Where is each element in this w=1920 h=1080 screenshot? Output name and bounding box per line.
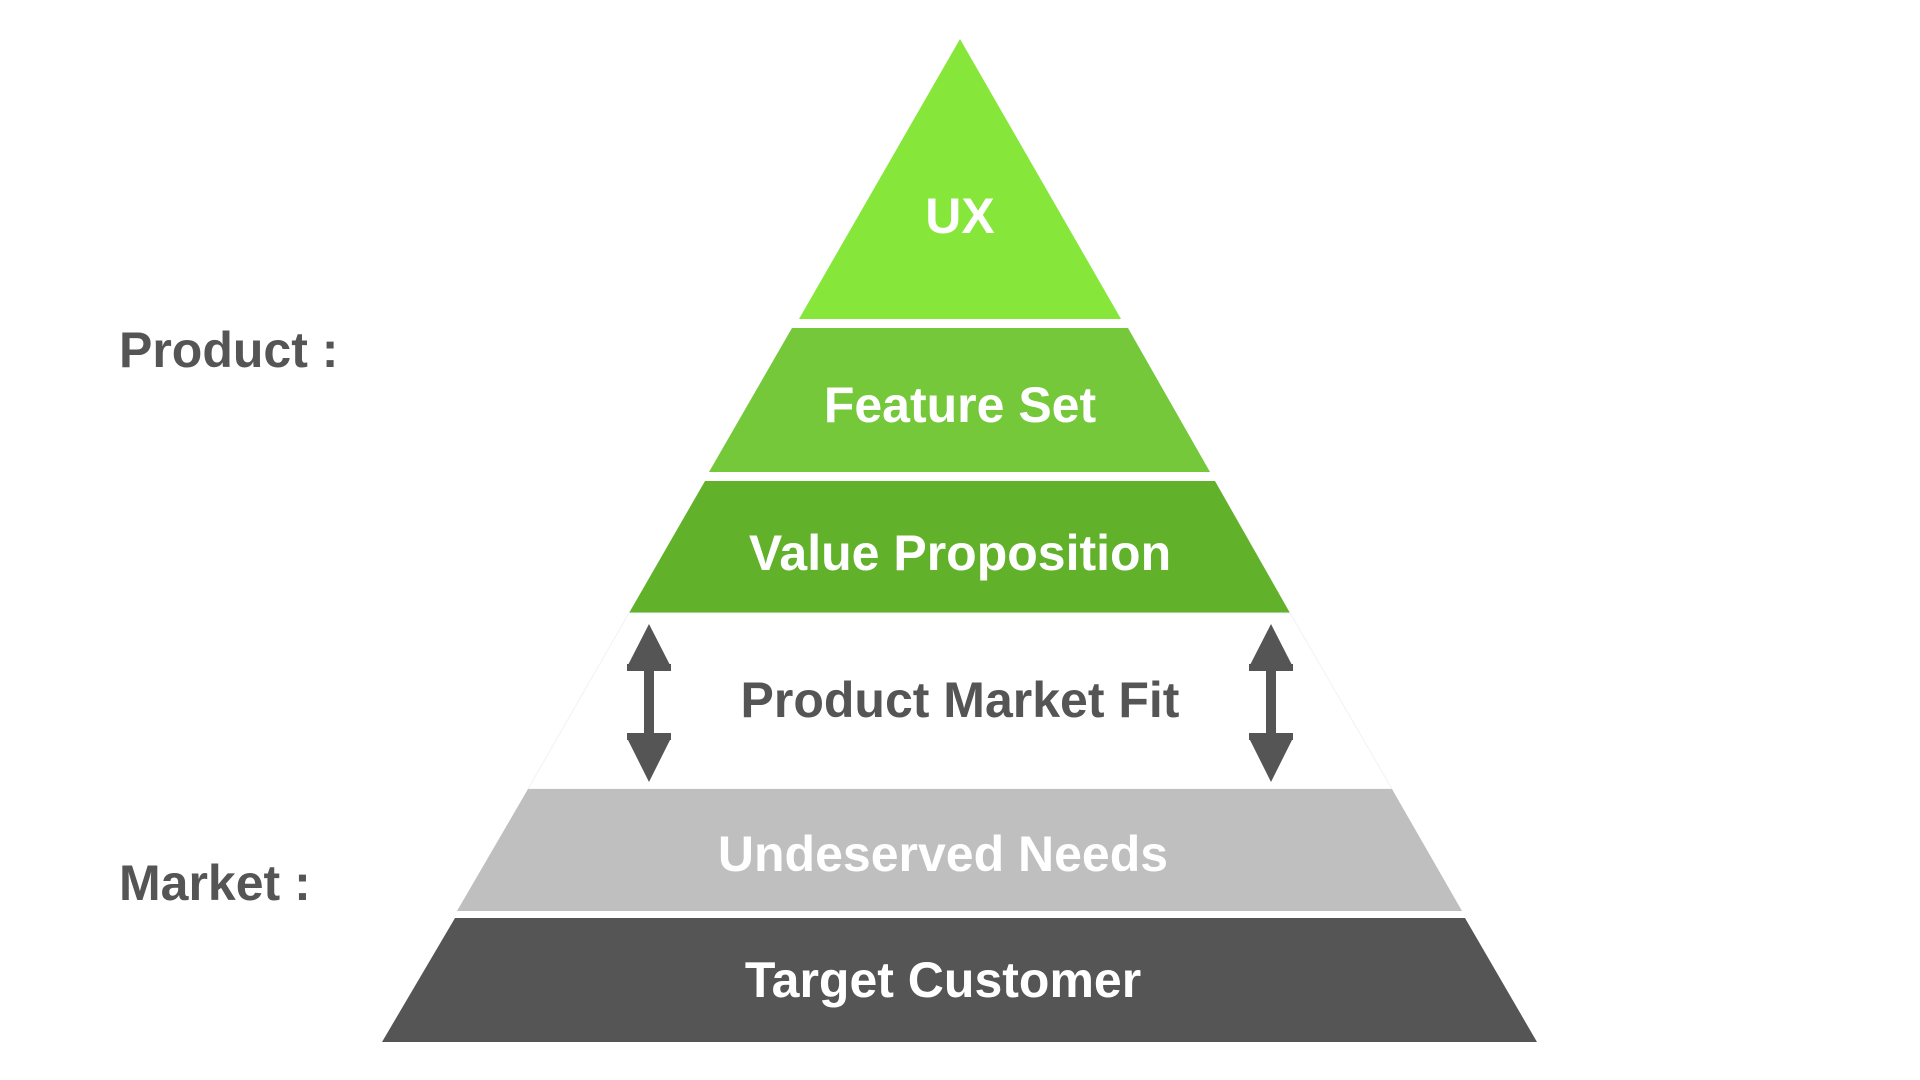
value-proposition-label: Value Proposition xyxy=(749,525,1171,581)
product-market-fit-label: Product Market Fit xyxy=(741,672,1180,728)
ux-label: UX xyxy=(925,188,994,244)
market-side-label: Market : xyxy=(119,855,311,911)
layer-feature-set xyxy=(709,328,1210,472)
layer-undeserved-needs xyxy=(457,789,1462,911)
feature-set-label: Feature Set xyxy=(824,377,1097,433)
product-side-label: Product : xyxy=(119,322,338,378)
left-double-arrow-icon xyxy=(627,624,671,782)
layer-divider xyxy=(464,911,1455,918)
undeserved-needs-label: Undeserved Needs xyxy=(718,826,1168,882)
target-customer-label: Target Customer xyxy=(745,952,1141,1008)
right-double-arrow-icon xyxy=(1249,624,1293,782)
layer-target-customer xyxy=(382,918,1537,1042)
layer-value-proposition xyxy=(629,481,1290,613)
layer-ux xyxy=(799,39,1121,319)
